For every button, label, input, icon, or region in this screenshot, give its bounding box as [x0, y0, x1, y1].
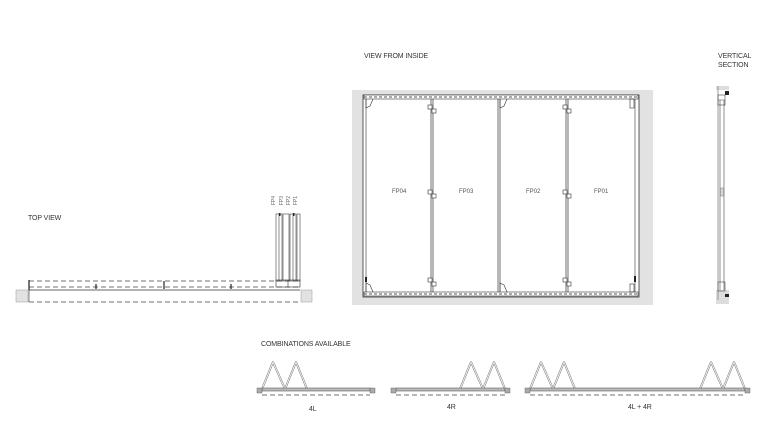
- right-wall-stub: [300, 289, 313, 303]
- hinges: [427, 104, 572, 287]
- vertical-section-title-line2: SECTION: [718, 62, 749, 69]
- combo-4l-folds: [261, 361, 308, 390]
- stack-label-fp3: FP3: [279, 196, 285, 206]
- combo-label-4r: 4R: [447, 404, 456, 411]
- vertical-section-title: VERTICAL SECTION: [718, 52, 751, 70]
- combo-label-4l-4r: 4L + 4R: [628, 404, 652, 411]
- top-view-title: TOP VIEW: [28, 215, 62, 222]
- combo-4l4r-right-folds: [699, 361, 746, 390]
- combinations-title: COMBINATIONS AVAILABLE: [261, 341, 351, 348]
- stack-label-fp1: FP1: [293, 196, 299, 206]
- panel-fp02: FP02: [526, 189, 541, 195]
- stack-label-fp2: FP2: [286, 196, 292, 206]
- panel-fp01: FP01: [594, 189, 609, 195]
- stack-label-fp4: FP4: [271, 196, 277, 206]
- combo-4r-folds: [459, 361, 506, 390]
- left-wall-stub: [15, 289, 29, 303]
- combo-label-4l: 4L: [309, 406, 317, 413]
- view-from-inside-title: VIEW FROM INSIDE: [364, 53, 429, 60]
- wall-opening: [352, 90, 653, 305]
- combo-4l4r-left-folds: [529, 361, 576, 390]
- vertical-section-title-line1: VERTICAL: [718, 53, 752, 60]
- panel-fp04: FP04: [392, 189, 407, 195]
- panel-fp03: FP03: [459, 189, 474, 195]
- top-view-stack-labels: FP4 FP3 FP2 FP1: [271, 196, 307, 210]
